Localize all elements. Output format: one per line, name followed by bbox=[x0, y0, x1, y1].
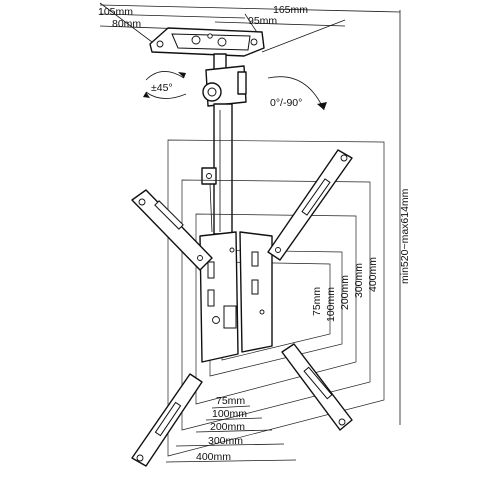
tilt-arrowhead bbox=[317, 102, 327, 110]
center-slot-4 bbox=[251, 279, 259, 295]
center-hole-2 bbox=[259, 309, 265, 315]
label-165: 165mm bbox=[273, 4, 308, 16]
arm-top-left-hole bbox=[138, 198, 146, 206]
center-slot-1 bbox=[207, 261, 215, 279]
dim-line-95 bbox=[214, 21, 346, 27]
plate-hole-left bbox=[156, 40, 164, 48]
label-95: 95mm bbox=[248, 15, 277, 27]
rotate-arrowhead-bottom bbox=[143, 92, 150, 98]
arm-top-right-slot bbox=[301, 178, 331, 216]
telescopic-pole bbox=[201, 103, 233, 235]
plate-bolt-1 bbox=[191, 35, 201, 45]
label-80: 80mm bbox=[112, 18, 141, 30]
label-v-300: 300mm bbox=[353, 263, 365, 298]
label-v-100: 100mm bbox=[325, 287, 337, 322]
top-dimensions: 105mm 80mm 165mm 95mm bbox=[98, 2, 401, 425]
center-hole-1 bbox=[229, 247, 235, 253]
dim-line-165 bbox=[99, 4, 401, 13]
arm-top-left-slot bbox=[154, 200, 184, 230]
vesa-300 bbox=[181, 179, 371, 431]
tilt-knob-inner bbox=[207, 87, 217, 97]
h-dim-300 bbox=[175, 443, 285, 447]
horizontal-vesa-labels: 75mm 100mm 200mm 300mm 400mm bbox=[165, 395, 297, 463]
label-v-200: 200mm bbox=[339, 275, 351, 310]
label-h-100: 100mm bbox=[212, 408, 247, 420]
arm-bottom-right-hole bbox=[338, 418, 346, 426]
label-h-400: 400mm bbox=[196, 451, 231, 463]
swivel-bracket bbox=[202, 53, 247, 107]
plate-bolt-2 bbox=[217, 37, 227, 47]
center-lock bbox=[223, 305, 237, 329]
arm-top-left-hole2 bbox=[197, 255, 203, 261]
label-h-75: 75mm bbox=[216, 395, 245, 407]
label-h-200: 200mm bbox=[210, 421, 245, 433]
h-dim-400 bbox=[165, 459, 297, 463]
ceiling-plate bbox=[149, 27, 265, 57]
rotate-arrow-top bbox=[145, 71, 185, 81]
tilt-arrow bbox=[267, 76, 325, 111]
center-knob bbox=[212, 316, 220, 324]
rotate-arrowhead-top bbox=[178, 72, 186, 78]
mount-arms bbox=[131, 149, 353, 467]
label-rotate: ±45° bbox=[151, 82, 173, 94]
center-slot-3 bbox=[251, 251, 259, 267]
label-tilt: 0°/-90° bbox=[270, 97, 302, 109]
h-dim-200 bbox=[195, 429, 273, 433]
pole-clamp-screw bbox=[206, 173, 212, 179]
arm-top-left bbox=[131, 189, 213, 271]
arm-bottom-right-slot bbox=[303, 366, 333, 400]
arm-top-right-hole bbox=[340, 154, 348, 162]
center-plate bbox=[199, 231, 273, 363]
h-dim-75 bbox=[211, 405, 251, 409]
label-v-75: 75mm bbox=[311, 287, 323, 316]
ext-right bbox=[261, 19, 346, 53]
rotation-indicators: ±45° 0°/-90° bbox=[143, 71, 327, 111]
label-height-range: min520~max614mm bbox=[399, 188, 411, 284]
label-105: 105mm bbox=[98, 6, 133, 18]
arm-top-right-hole2 bbox=[275, 247, 281, 253]
plate-hole-right bbox=[250, 38, 258, 46]
center-slot-2 bbox=[207, 289, 215, 307]
pole-cable-line bbox=[209, 183, 213, 233]
rotate-arrow-bottom bbox=[145, 91, 187, 99]
arm-bottom-left-hole bbox=[136, 454, 144, 462]
dim-line-105 bbox=[99, 13, 246, 19]
vesa-400 bbox=[167, 139, 385, 457]
arm-bottom-left-slot bbox=[154, 401, 182, 437]
ext-left bbox=[99, 2, 153, 43]
plate-bolt-3 bbox=[207, 33, 213, 39]
label-v-400: 400mm bbox=[367, 257, 379, 292]
vertical-vesa-labels: 75mm 100mm 200mm 300mm 400mm min520~max6… bbox=[311, 188, 411, 322]
tilt-side-plate bbox=[237, 71, 247, 95]
label-h-300: 300mm bbox=[208, 435, 243, 447]
h-dim-100 bbox=[205, 417, 263, 421]
ceiling-plate-inner bbox=[171, 33, 251, 51]
